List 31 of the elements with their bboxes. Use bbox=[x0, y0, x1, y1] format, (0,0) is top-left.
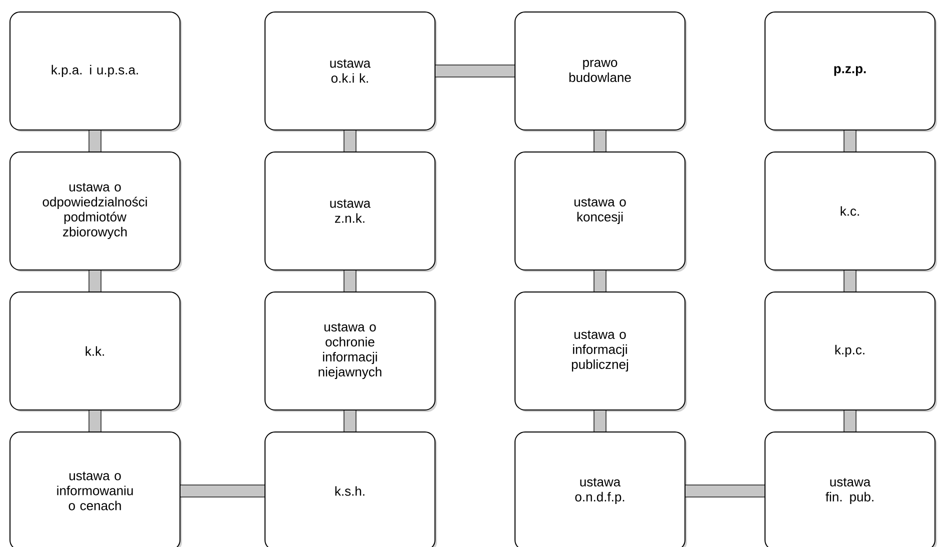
connector-bar bbox=[594, 270, 606, 292]
law-box: ustawa o ochronie informacji niejawnych bbox=[264, 292, 437, 412]
connector-bar bbox=[436, 64, 514, 78]
law-box: prawo budowlane bbox=[514, 12, 687, 132]
connector-bar bbox=[594, 130, 606, 152]
connector-bar bbox=[88, 130, 102, 152]
connector-bar bbox=[594, 410, 606, 432]
connector-bar bbox=[88, 410, 102, 432]
law-box: ustawa z.n.k. bbox=[264, 152, 437, 272]
law-box: k.p.c. bbox=[764, 292, 937, 412]
connector-bar bbox=[844, 410, 856, 432]
law-box: k.c. bbox=[764, 152, 937, 272]
connector-bar bbox=[180, 484, 264, 498]
connector-bar bbox=[344, 130, 356, 152]
law-box: ustawa o koncesji bbox=[514, 152, 687, 272]
law-box: ustawa fin. pub. bbox=[764, 432, 937, 547]
connector-bar bbox=[344, 410, 356, 432]
connector-bar bbox=[686, 484, 764, 498]
law-box: k.s.h. bbox=[264, 432, 437, 547]
connector-bar bbox=[88, 270, 102, 292]
connector-bar bbox=[344, 270, 356, 292]
law-box: ustawa o informacji publicznej bbox=[514, 292, 687, 412]
law-box: ustawa o.k.i k. bbox=[264, 12, 437, 132]
law-box: ustawa o.n.d.f.p. bbox=[514, 432, 687, 547]
law-box: p.z.p. bbox=[764, 12, 937, 132]
law-box: ustawa o odpowiedzialności podmiotów zbiorowych bbox=[10, 152, 182, 272]
connector-bar bbox=[844, 270, 856, 292]
connector-bar bbox=[844, 130, 856, 152]
law-box: k.p.a. i u.p.s.a. bbox=[10, 12, 182, 132]
law-box: k.k. bbox=[10, 292, 182, 412]
law-box: ustawa o informowaniu o cenach bbox=[10, 432, 182, 547]
